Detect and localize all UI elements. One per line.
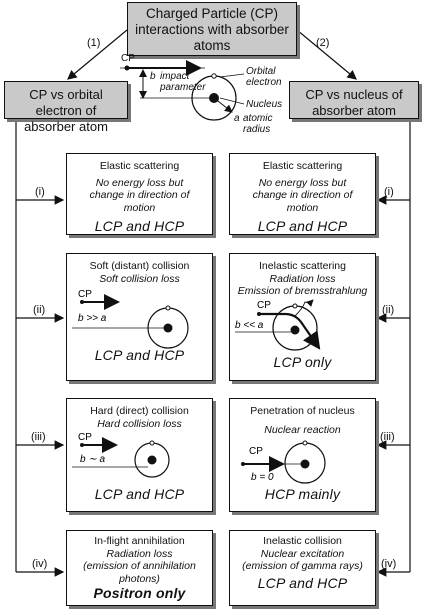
arrow-1 — [67, 29, 128, 80]
cp-label: CP — [78, 289, 92, 300]
card-left-soft: Soft (distant) collision Soft collision … — [66, 253, 213, 381]
card-right-inelastic-collision: Inelastic collision Nuclear excitation (… — [229, 530, 376, 606]
card-detail: (emission of annihilation photons) — [83, 560, 196, 585]
left-marker-iv: (iv) — [32, 558, 48, 570]
card-left-hard: Hard (direct) collision Hard collision l… — [66, 398, 213, 512]
penetration-figure: CP b = 0 — [240, 440, 326, 484]
right-marker-iii: (iii) — [380, 431, 395, 443]
left-branch-title: CP vs orbital electron of absorber atom — [24, 87, 108, 134]
card-right-elastic: Elastic scattering No energy loss but ch… — [229, 153, 376, 235]
card-desc: Soft collision loss — [99, 272, 180, 285]
left-marker-ii: (ii) — [33, 304, 46, 316]
card-result: Positron only — [93, 585, 186, 601]
card-title: Hard (direct) collision — [90, 405, 189, 417]
right-branch-box: CP vs nucleus of absorber atom — [289, 81, 419, 119]
condition-label: b ∼ a — [80, 454, 105, 465]
soft-collision-figure: CP b >> a — [71, 289, 189, 349]
card-title: Penetration of nucleus — [250, 405, 355, 417]
b-label: b — [150, 71, 156, 82]
card-title: Elastic scattering — [99, 160, 180, 172]
atom-figure — [120, 60, 245, 121]
card-result: LCP only — [273, 353, 332, 370]
left-branch-box: CP vs orbital electron of absorber atom — [4, 81, 128, 134]
marker-1: (1) — [87, 37, 101, 49]
cp-label: CP — [249, 446, 263, 457]
bremsstrahlung-figure: CP b << a — [234, 298, 320, 351]
card-result: LCP and HCP — [257, 218, 348, 234]
card-desc: Radiation loss — [106, 547, 173, 560]
a-label: a — [234, 113, 240, 124]
arrow-2 — [296, 29, 357, 80]
card-result: LCP and HCP — [94, 347, 185, 363]
card-desc: Nuclear reaction — [264, 423, 341, 436]
card-result: LCP and HCP — [257, 574, 348, 591]
left-marker-iii: (iii) — [31, 431, 46, 443]
right-marker-ii: (ii) — [382, 304, 395, 316]
left-marker-i: (i) — [35, 186, 45, 198]
condition-label: b = 0 — [251, 472, 274, 483]
root-box: Charged Particle (CP) interactions with … — [127, 2, 297, 56]
nucleus-label: Nucleus — [246, 99, 283, 110]
condition-label: b << a — [235, 320, 264, 331]
card-left-annihilation: In-flight annihilation Radiation loss (e… — [66, 530, 213, 606]
marker-2: (2) — [316, 37, 330, 49]
card-right-inelastic-scattering: Inelastic scattering Radiation loss Emis… — [229, 253, 376, 381]
cp-label: CP — [78, 432, 92, 443]
card-result: HCP mainly — [264, 486, 341, 502]
card-desc: Radiation loss — [269, 272, 336, 285]
card-left-elastic: Elastic scattering No energy loss but ch… — [66, 153, 213, 235]
card-desc: No energy loss but change in direction o… — [252, 176, 353, 214]
card-desc: No energy loss but change in direction o… — [89, 176, 190, 214]
root-title: Charged Particle (CP) interactions with … — [135, 6, 289, 53]
card-title: Inelastic scattering — [259, 260, 346, 272]
atom-cp-label: CP — [121, 53, 135, 64]
orbital-electron-dot — [211, 73, 217, 79]
electron-label: Orbital electron — [246, 66, 282, 88]
condition-label: b >> a — [78, 313, 107, 324]
card-desc: Hard collision loss — [97, 417, 182, 430]
b-desc: impact parameter — [160, 71, 206, 93]
right-branch-title: CP vs nucleus of absorber atom — [305, 87, 403, 118]
hard-collision-figure: CP b ∼ a — [71, 432, 170, 478]
card-detail: Emission of bremsstrahlung — [237, 285, 368, 297]
card-title: Inelastic collision — [263, 535, 342, 547]
card-result: LCP and HCP — [94, 218, 185, 234]
card-desc: Nuclear excitation — [260, 547, 345, 560]
card-title: Elastic scattering — [262, 160, 343, 172]
right-marker-iv: (iv) — [381, 558, 397, 570]
card-right-penetration: Penetration of nucleus Nuclear reaction … — [229, 398, 376, 512]
card-title: Soft (distant) collision — [89, 260, 190, 272]
card-title: In-flight annihilation — [94, 535, 185, 547]
cp-label: CP — [257, 300, 271, 311]
right-marker-i: (i) — [384, 186, 394, 198]
card-result: LCP and HCP — [94, 486, 185, 502]
card-detail: (emission of gamma rays) — [242, 560, 363, 572]
a-desc: atomic radius — [243, 113, 273, 135]
